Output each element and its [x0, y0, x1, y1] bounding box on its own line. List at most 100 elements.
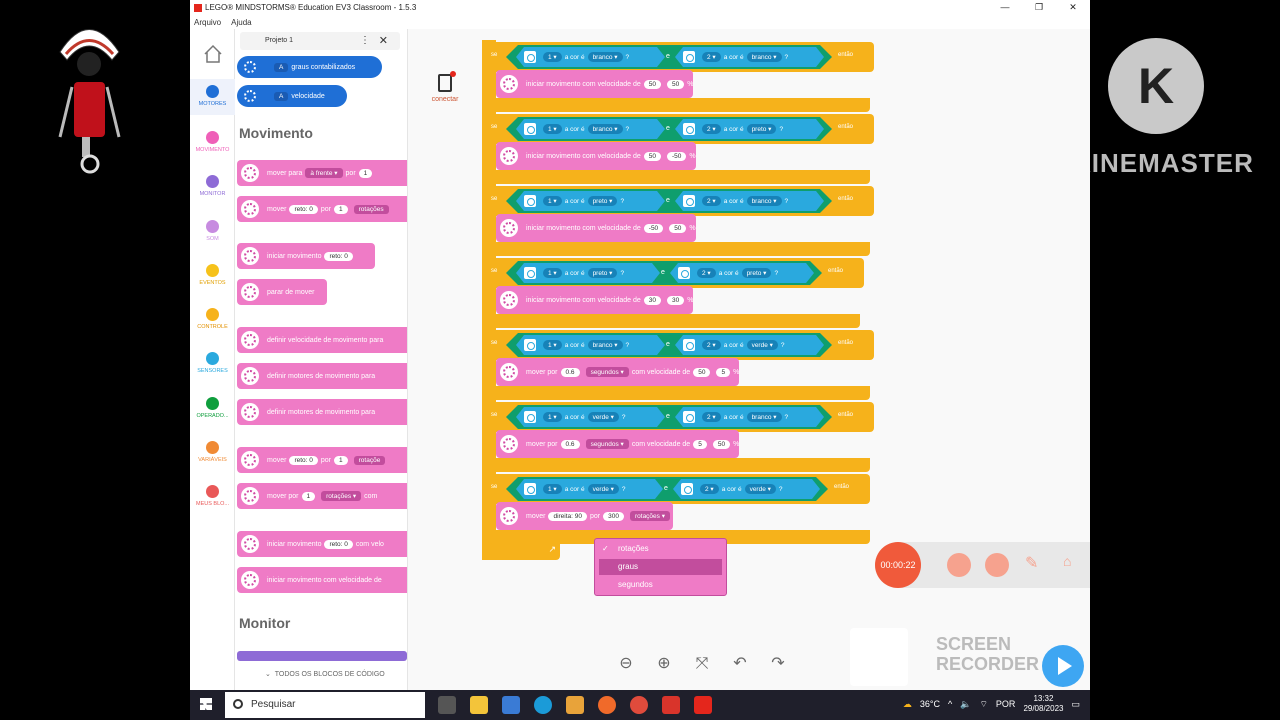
maximize-button[interactable]: ❐	[1034, 2, 1044, 12]
color-dropdown[interactable]: preto ▾	[742, 268, 772, 278]
menu-arquivo[interactable]: Arquivo	[194, 17, 222, 27]
more-options-icon[interactable]: ⋮	[360, 35, 370, 46]
close-tab-icon[interactable]: ✕	[378, 35, 388, 47]
block-input[interactable]: 1	[301, 491, 316, 501]
volume-icon[interactable]: 🔈	[960, 698, 972, 709]
monitor-block-partial[interactable]	[237, 651, 407, 661]
lego-taskbar-icon[interactable]	[694, 696, 712, 714]
sensor-port-dropdown[interactable]: 2 ▾	[702, 124, 721, 134]
speed-right-input[interactable]: 5	[716, 367, 731, 377]
edge-icon[interactable]	[534, 696, 552, 714]
category-meus-blocos[interactable]: MEUS BLO...	[190, 485, 235, 507]
erase-icon[interactable]: ⌂	[1063, 553, 1072, 569]
block-input[interactable]: reto: 0	[289, 455, 318, 465]
speed-left-input[interactable]: 30	[643, 295, 662, 305]
category-controle[interactable]: CONTROLE	[190, 308, 235, 330]
palette-block[interactable]: parar de mover	[237, 279, 327, 305]
block-dropdown[interactable]: rotações	[353, 204, 389, 214]
taskbar-search[interactable]: Pesquisar	[225, 692, 425, 718]
dropdown-option-segundos[interactable]: segundos	[595, 577, 726, 593]
motor-degrees-block[interactable]: A graus contabilizados	[237, 56, 382, 78]
chrome-icon[interactable]	[630, 696, 648, 714]
palette-block[interactable]: mover por 1 rotações ▾ com	[237, 483, 407, 509]
redo-icon[interactable]: ↷	[771, 655, 785, 672]
firefox-icon[interactable]	[598, 696, 616, 714]
speed-left-input[interactable]: 50	[643, 79, 662, 89]
color-dropdown[interactable]: verde ▾	[588, 412, 619, 422]
tray-arrow-icon[interactable]: ^	[948, 699, 953, 709]
zoom-reset-icon[interactable]: ⤧	[695, 655, 709, 672]
play-icon[interactable]	[1042, 645, 1084, 687]
color-dropdown[interactable]: branco ▾	[588, 124, 623, 134]
color-dropdown[interactable]: branco ▾	[588, 340, 623, 350]
color-dropdown[interactable]: branco ▾	[747, 52, 782, 62]
connect-button[interactable]: conectar	[426, 71, 464, 103]
notifications-icon[interactable]: ▭	[1071, 698, 1080, 709]
unit-dropdown[interactable]: segundos ▾	[585, 367, 629, 377]
block-dropdown[interactable]: rotações ▾	[321, 491, 362, 501]
speed-left-input[interactable]: 5	[693, 439, 707, 449]
sensor-port-dropdown[interactable]: 1 ▾	[543, 124, 562, 134]
category-motores[interactable]: MOTORES	[190, 79, 235, 115]
windows-start-icon[interactable]	[200, 698, 212, 710]
project-tab[interactable]: Projeto 1 ⋮ ✕	[240, 32, 400, 50]
palette-block[interactable]: iniciar movimento com velocidade de	[237, 567, 407, 593]
sensor-port-dropdown[interactable]: 2 ▾	[702, 340, 721, 350]
block-input[interactable]: 1	[358, 168, 373, 178]
network-icon[interactable]: ⌔	[979, 698, 988, 709]
undo-icon[interactable]: ↶	[733, 655, 747, 672]
duration-input[interactable]: 0.6	[560, 439, 580, 449]
block-input[interactable]: reto: 0	[289, 204, 318, 214]
stop-icon[interactable]	[985, 553, 1009, 577]
palette-block[interactable]: definir motores de movimento para	[237, 399, 407, 425]
block-input[interactable]: 1	[334, 455, 348, 465]
color-dropdown[interactable]: verde ▾	[747, 340, 778, 350]
color-dropdown[interactable]: branco ▾	[747, 412, 782, 422]
sensor-port-dropdown[interactable]: 1 ▾	[543, 412, 562, 422]
menu-ajuda[interactable]: Ajuda	[231, 17, 252, 27]
block-input[interactable]: reto: 0	[324, 251, 353, 261]
speed-right-input[interactable]: 50	[712, 439, 731, 449]
zoom-out-icon[interactable]: ⊖	[619, 655, 633, 672]
palette-block[interactable]: definir motores de movimento para	[237, 363, 407, 389]
category-sensores[interactable]: SENSORES	[190, 352, 235, 374]
category-monitor[interactable]: MONITOR	[190, 175, 235, 197]
draw-icon[interactable]: ✎	[1025, 555, 1039, 572]
sensor-port-dropdown[interactable]: 2 ▾	[700, 484, 719, 494]
speed-left-input[interactable]: 50	[643, 151, 662, 161]
category-operadores[interactable]: OPERADO...	[190, 397, 235, 419]
speed-left-input[interactable]: -50	[643, 223, 664, 233]
file-explorer-icon[interactable]	[470, 696, 488, 714]
palette-block[interactable]: iniciar movimento reto: 0 com velo	[237, 531, 407, 557]
unit-dropdown[interactable]: rotações ▾	[629, 511, 670, 521]
duration-input[interactable]: 0.6	[560, 367, 580, 377]
palette-block[interactable]: mover para à frente ▾ por 1	[237, 160, 407, 186]
category-som[interactable]: SOM	[190, 220, 235, 242]
sensor-port-dropdown[interactable]: 1 ▾	[543, 268, 562, 278]
all-blocks-toggle[interactable]: ⌄ TODOS OS BLOCOS DE CÓDIGO	[265, 670, 385, 678]
task-view-icon[interactable]	[438, 696, 456, 714]
sensor-port-dropdown[interactable]: 1 ▾	[543, 484, 562, 494]
dropdown-option-graus[interactable]: graus	[599, 559, 722, 575]
minimize-button[interactable]: —	[1000, 2, 1010, 12]
speed-right-input[interactable]: 30	[667, 295, 685, 305]
